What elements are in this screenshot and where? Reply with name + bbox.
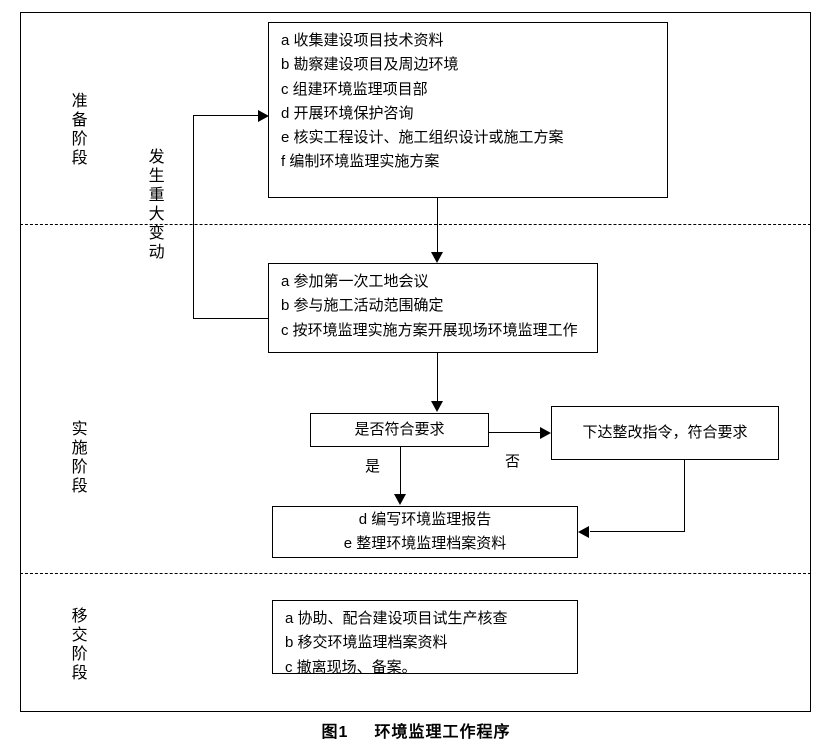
process-box-report: d 编写环境监理报告 e 整理环境监理档案资料 xyxy=(272,506,578,558)
feedback-connector-vertical xyxy=(193,115,195,319)
connector-decision-to-rectify xyxy=(489,432,542,434)
figure-number: 图1 xyxy=(321,724,349,741)
diagram-outer-frame xyxy=(20,12,811,712)
feedback-connector-top xyxy=(193,115,261,117)
handover-line-c: c 撤离现场、备案。 xyxy=(285,658,417,676)
arrowhead-rectify-to-report-icon xyxy=(578,526,589,538)
arrowhead-decision-to-rectify-icon xyxy=(540,427,551,439)
phase-label-handover: 移交阶段 xyxy=(68,607,86,683)
figure-title: 环境监理工作程序 xyxy=(374,724,511,741)
process-box-implementation: a 参加第一次工地会议 b 参与施工活动范围确定 c 按环境监理实施方案开展现场… xyxy=(268,263,598,353)
implementation-line-c: c 按环境监理实施方案开展现场环境监理工作 xyxy=(281,321,578,339)
rectify-box-label: 下达整改指令，符合要求 xyxy=(582,423,748,441)
process-box-handover: a 协助、配合建设项目试生产核查 b 移交环境监理档案资料 c 撤离现场、备案。 xyxy=(272,600,578,676)
handover-line-b: b 移交环境监理档案资料 xyxy=(285,634,448,652)
process-box-rectify: 下达整改指令，符合要求 xyxy=(551,406,779,460)
phase-label-preparation: 准备阶段 xyxy=(68,92,86,168)
preparation-line-e: e 核实工程设计、施工组织设计或施工方案 xyxy=(281,129,564,147)
arrowhead-preparation-to-implementation-icon xyxy=(431,252,443,263)
feedback-arrowhead-icon xyxy=(258,110,269,122)
implementation-line-b: b 参与施工活动范围确定 xyxy=(281,297,444,315)
implementation-line-a: a 参加第一次工地会议 xyxy=(281,273,429,290)
phase-divider-implementation-handover xyxy=(20,573,811,574)
preparation-line-b: b 勘察建设项目及周边环境 xyxy=(281,56,459,74)
preparation-line-a: a 收集建设项目技术资料 xyxy=(281,32,444,49)
handover-line-a: a 协助、配合建设项目试生产核查 xyxy=(285,610,508,627)
feedback-loop-label: 发生重大变动 xyxy=(145,148,163,262)
arrowhead-implementation-to-decision-icon xyxy=(431,401,443,412)
connector-preparation-to-implementation xyxy=(437,198,439,253)
connector-implementation-to-decision xyxy=(437,353,439,402)
preparation-line-d: d 开展环境保护咨询 xyxy=(281,104,414,122)
figure-caption: 图1 环境监理工作程序 xyxy=(0,718,832,742)
preparation-line-f: f 编制环境监理实施方案 xyxy=(281,153,440,171)
connector-decision-to-report xyxy=(400,447,402,495)
process-box-preparation: a 收集建设项目技术资料 b 勘察建设项目及周边环境 c 组建环境监理项目部 d… xyxy=(268,22,668,198)
feedback-connector-bottom xyxy=(193,318,269,320)
phase-divider-preparation-implementation xyxy=(20,224,811,225)
preparation-line-c: c 组建环境监理项目部 xyxy=(281,80,428,98)
connector-rectify-to-report xyxy=(590,531,685,533)
decision-box-label: 是否符合要求 xyxy=(354,420,445,438)
phase-label-implementation: 实施阶段 xyxy=(68,420,86,496)
connector-rectify-vertical xyxy=(684,460,686,532)
edge-label-no: 否 xyxy=(505,453,521,470)
decision-box-compliance: 是否符合要求 xyxy=(310,413,489,447)
report-line-e: e 整理环境监理档案资料 xyxy=(343,535,507,552)
report-line-d: d 编写环境监理报告 xyxy=(358,510,492,528)
edge-label-yes: 是 xyxy=(365,458,381,475)
arrowhead-decision-to-report-icon xyxy=(394,494,406,505)
